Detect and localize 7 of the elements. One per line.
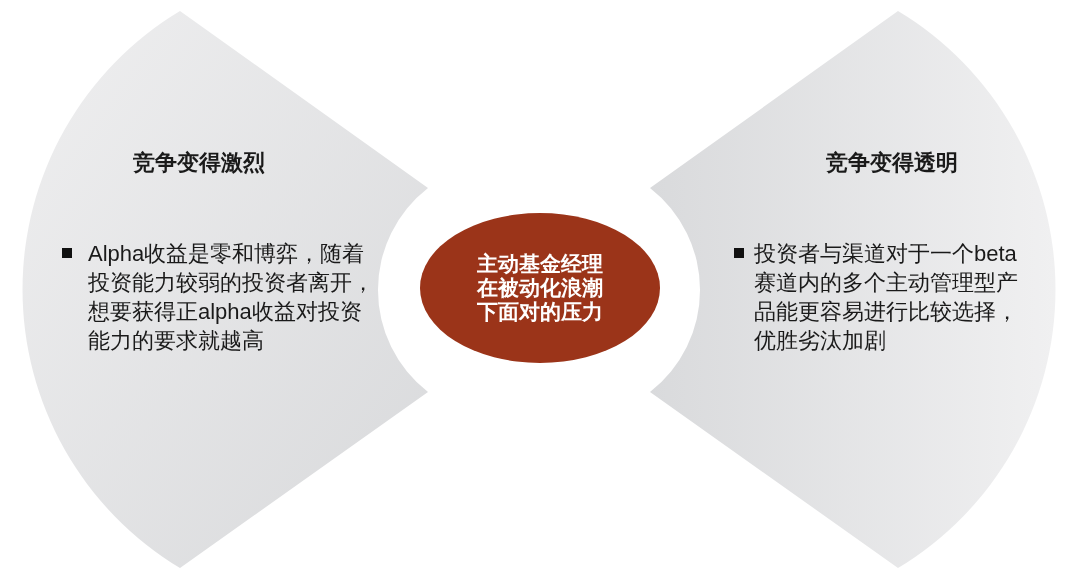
ellipse-text: 主动基金经理在被动化浪潮下面对的压力 bbox=[476, 252, 604, 324]
curved-panel bbox=[650, 11, 1056, 568]
curved-panel bbox=[22, 11, 428, 568]
bullet-text: Alpha收益是零和博弈，随着投资能力较弱的投资者离开，想要获得正alpha收益对投资能力的要求就越高 bbox=[88, 240, 375, 355]
panel-heading: 竞争变得透明 bbox=[826, 149, 958, 177]
panel-heading: 竞争变得激烈 bbox=[133, 149, 265, 177]
bullet-text: 投资者与渠道对于一个beta赛道内的多个主动管理型产品能更容易进行比较选择，优胜劣汰加剧 bbox=[754, 240, 1019, 355]
